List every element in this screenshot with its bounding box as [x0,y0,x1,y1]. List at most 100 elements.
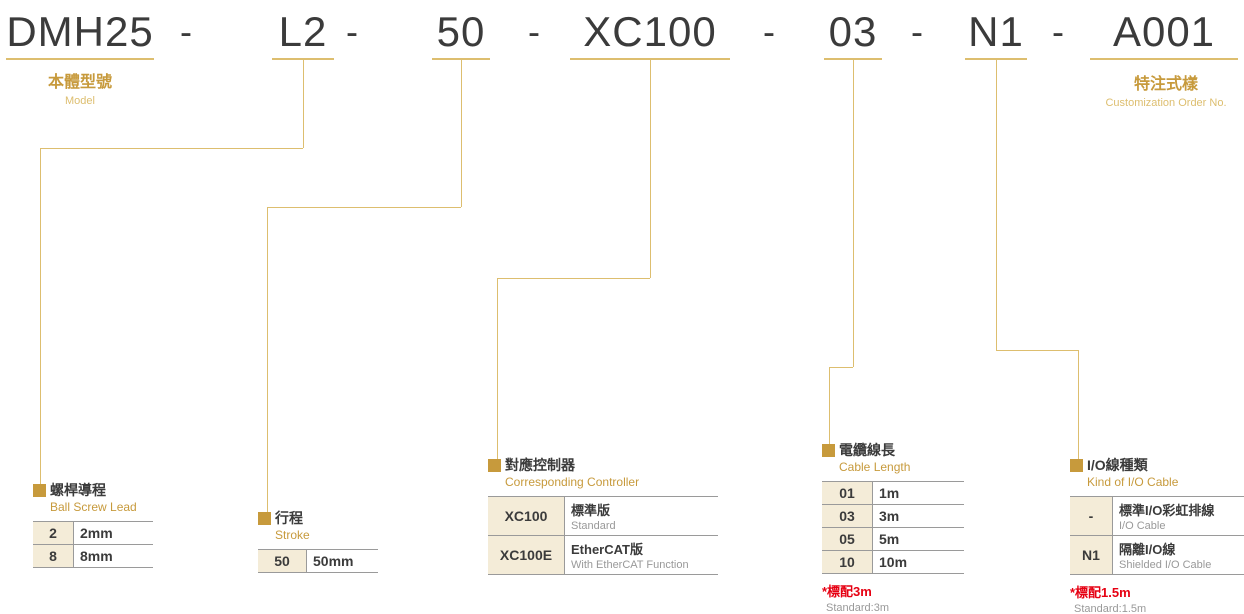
option-desc: 標準版 Standard [564,496,718,536]
section-title-zh: 電纜線長 [839,442,895,458]
connector-line [1078,350,1079,462]
table-row: - 標準I/O彩虹排線 I/O Cable [1070,496,1244,536]
section-title-zh: 螺桿導程 [50,482,106,498]
separator-dash: - [911,11,923,52]
option-desc-zh: 隔離I/O線 [1119,542,1176,557]
option-code: 10 [822,550,873,574]
section-header: 對應控制器 [488,457,718,473]
option-desc: EtherCAT版 With EtherCAT Function [564,535,718,575]
io-cable-table: - 標準I/O彩虹排線 I/O Cable N1 隔離I/O線 Shielded… [1070,496,1244,575]
option-code: 8 [33,544,74,568]
model-segment-custom: A001 [1090,6,1238,60]
section-bullet-icon [258,511,271,525]
section-title-zh: I/O線種類 [1087,457,1148,473]
connector-line [650,60,651,278]
separator-dash: - [346,11,358,52]
table-row: 50 50mm [258,549,378,573]
cable-length-table: 01 1m 03 3m 05 5m 10 10m [822,481,964,574]
option-desc-zh: 標準I/O彩虹排線 [1119,503,1215,518]
section-controller: 對應控制器 Corresponding Controller XC100 標準版… [488,457,718,575]
option-desc-zh: EtherCAT版 [571,542,643,557]
table-row: 8 8mm [33,544,153,568]
model-segment-stroke: 50 [432,6,490,60]
option-desc-en: I/O Cable [1119,520,1166,532]
table-row: 05 5m [822,527,964,551]
table-row: XC100 標準版 Standard [488,496,718,536]
option-code: - [1070,496,1113,536]
section-title-en: Cable Length [839,460,911,474]
model-segment-cable: 03 [824,6,882,60]
option-desc: 隔離I/O線 Shielded I/O Cable [1112,535,1244,575]
connector-line [267,207,461,208]
customization-label-zh: 特注式樣 [1133,76,1198,93]
section-header: I/O線種類 [1070,457,1244,473]
separator-dash: - [180,11,192,52]
model-segment-body: DMH25 [6,6,154,60]
section-bullet-icon [33,483,46,497]
connector-line [497,278,650,279]
option-code: 50 [258,549,307,573]
model-label: 本體型號 Model [6,68,154,107]
option-code: N1 [1070,535,1113,575]
section-title-en: Stroke [275,528,310,542]
separator-dash: - [528,11,540,52]
connector-line [829,367,830,447]
customization-label-en: Customization Order No. [1105,97,1227,109]
section-cable-length: 電纜線長 Cable Length 01 1m 03 3m 05 5m 10 1… [822,442,964,614]
option-desc: 標準I/O彩虹排線 I/O Cable [1112,496,1244,536]
table-row: 10 10m [822,550,964,574]
connector-line [303,60,304,148]
connector-line [461,60,462,207]
connector-line [996,60,997,350]
option-desc-en: With EtherCAT Function [571,559,689,571]
section-header: 電纜線長 [822,442,964,458]
model-label-zh: 本體型號 [47,74,112,91]
connector-line [996,350,1078,351]
option-desc-en: Standard [571,520,616,532]
option-desc: 8mm [73,544,153,568]
ball-screw-lead-table: 2 2mm 8 8mm [33,521,153,568]
section-title-en: Ball Screw Lead [50,500,137,514]
section-io-cable: I/O線種類 Kind of I/O Cable - 標準I/O彩虹排線 I/O… [1070,457,1244,614]
connector-line [497,278,498,462]
stroke-table: 50 50mm [258,549,378,573]
connector-line [853,60,854,367]
option-code: XC100 [488,496,565,536]
option-desc: 10m [872,550,964,574]
option-code: 01 [822,481,873,505]
model-segment-controller: XC100 [570,6,730,60]
option-code: 03 [822,504,873,528]
separator-dash: - [763,11,775,52]
table-row: XC100E EtherCAT版 With EtherCAT Function [488,535,718,575]
section-title-zh: 對應控制器 [505,457,575,473]
section-header: 螺桿導程 [33,482,153,498]
option-desc: 5m [872,527,964,551]
connector-line [267,207,268,515]
table-row: 01 1m [822,481,964,505]
option-desc-zh: 標準版 [571,503,611,518]
table-row: 03 3m [822,504,964,528]
standard-note-en: Standard:3m [826,602,889,614]
table-row: 2 2mm [33,521,153,545]
option-desc: 50mm [306,549,378,573]
section-title-en: Kind of I/O Cable [1087,475,1179,489]
standard-note-zh: *標配3m [822,584,872,599]
customization-label: 特注式樣 Customization Order No. [1088,70,1244,109]
table-row: N1 隔離I/O線 Shielded I/O Cable [1070,535,1244,575]
separator-dash: - [1052,11,1064,52]
section-ball-screw-lead: 螺桿導程 Ball Screw Lead 2 2mm 8 8mm [33,482,153,568]
option-code: 05 [822,527,873,551]
option-code: XC100E [488,535,565,575]
section-title-en: Corresponding Controller [505,475,640,489]
section-bullet-icon [822,443,835,457]
model-segment-io: N1 [965,6,1027,60]
model-label-en: Model [65,95,95,107]
section-header: 行程 [258,510,378,526]
option-code: 2 [33,521,74,545]
section-bullet-icon [488,458,501,472]
option-desc-en: Shielded I/O Cable [1119,559,1212,571]
standard-note-zh: *標配1.5m [1070,585,1131,600]
connector-line [40,148,303,149]
option-desc: 3m [872,504,964,528]
